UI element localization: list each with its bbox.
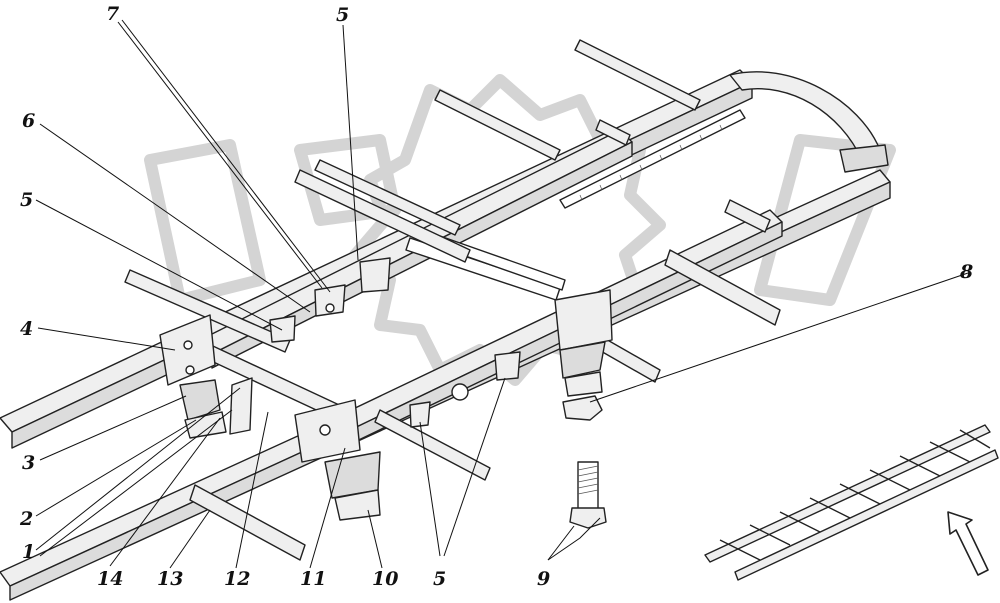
callout-labels: 7 5 6 5 4 8 3 2 1 14 13 12 11 10 5 9: [19, 3, 973, 590]
bracket-5-b: [494, 351, 521, 381]
callout-5-left: 5: [20, 189, 33, 211]
leader-lines: [35, 19, 969, 569]
callout-9: 9: [537, 568, 550, 590]
callout-5-top: 5: [336, 4, 349, 26]
callout-7: 7: [106, 3, 119, 25]
pad-8: [562, 395, 603, 421]
callout-1: 1: [22, 541, 35, 563]
exploded-parts: [562, 395, 607, 529]
arrow-up-left-icon: [947, 511, 989, 576]
callout-8: 8: [959, 261, 973, 283]
bracket-5-a: [409, 401, 431, 428]
frame-overview-icon: [704, 424, 999, 581]
callout-13: 13: [157, 568, 183, 590]
callout-10: 10: [372, 568, 398, 590]
bracket-5-left: [269, 315, 296, 343]
brackets: [159, 257, 613, 521]
bracket-4: [159, 314, 216, 386]
callout-14: 14: [97, 568, 123, 590]
bracket-12: [229, 377, 253, 435]
callout-12: 12: [224, 568, 250, 590]
bolt-9: [569, 461, 607, 529]
leg-3: [179, 379, 221, 421]
bracket-5-top: [359, 257, 391, 293]
bracket-7: [314, 284, 346, 317]
callout-5-bottom: 5: [433, 568, 446, 590]
outriggers: [124, 39, 781, 561]
callout-3: 3: [22, 452, 35, 474]
callout-11: 11: [300, 568, 326, 590]
callout-4: 4: [20, 318, 33, 340]
frame-rails: [0, 69, 891, 601]
callout-2: 2: [19, 508, 33, 530]
callout-6: 6: [22, 110, 35, 132]
